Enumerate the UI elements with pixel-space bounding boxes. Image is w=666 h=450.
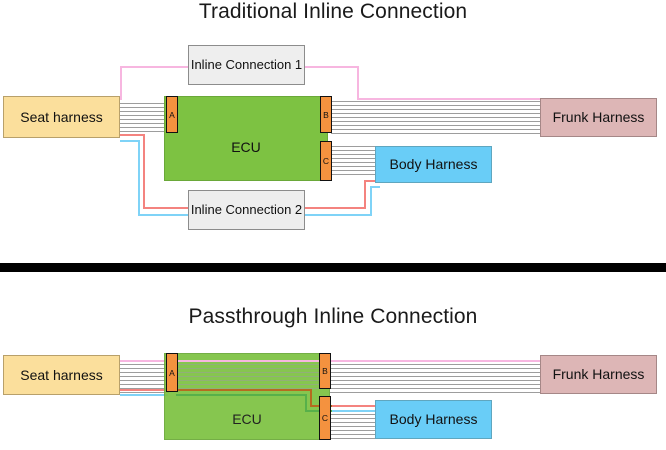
wire-red-passthrough-step xyxy=(310,389,312,407)
page-title-traditional: Traditional Inline Connection xyxy=(198,0,468,23)
block-ecu-label: ECU xyxy=(231,139,261,155)
wire-blue-seat-vertical xyxy=(138,140,140,216)
wire-red-seat-stub xyxy=(120,134,145,136)
wire-blue-ic2-to-right xyxy=(303,214,372,216)
page-title-passthrough: Passthrough Inline Connection xyxy=(188,305,478,328)
block-frunk-harness-traditional[interactable]: Frunk Harness xyxy=(540,98,657,137)
connector-c-passthrough[interactable]: C xyxy=(319,396,331,440)
wire-blue-passthrough-left xyxy=(120,394,168,396)
wire-bundle-seat-to-ecu xyxy=(119,103,169,133)
connector-b-label-passthrough: B xyxy=(322,366,328,376)
block-seat-harness-traditional[interactable]: Seat harness xyxy=(3,96,120,138)
wire-blue-passthrough-right xyxy=(330,410,380,412)
wire-red-right-vertical xyxy=(364,180,366,209)
connector-a-passthrough[interactable]: A xyxy=(166,353,178,392)
block-ecu-passthrough[interactable]: ECU xyxy=(164,353,330,440)
connector-b-passthrough[interactable]: B xyxy=(319,353,331,389)
wire-red-ic2-to-right xyxy=(303,207,366,209)
connector-b-traditional[interactable]: B xyxy=(320,96,332,133)
connector-a-label: A xyxy=(169,109,175,120)
wire-red-passthrough-right xyxy=(330,405,380,407)
wire-blue-passthrough-step-out xyxy=(305,410,332,412)
wire-blue-seat-stub xyxy=(120,140,140,142)
section-divider xyxy=(0,263,666,272)
connector-c-traditional[interactable]: C xyxy=(320,141,332,181)
wire-pink-ic1-to-right xyxy=(303,66,359,68)
connector-c-label: C xyxy=(322,156,330,166)
wire-blue-to-ic2 xyxy=(138,214,191,216)
block-seat-harness-passthrough[interactable]: Seat harness xyxy=(3,355,120,395)
wire-pink-seat-to-ic1 xyxy=(120,66,190,68)
wire-bundle-ecu-to-body xyxy=(331,146,377,178)
block-frunk-harness-passthrough[interactable]: Frunk Harness xyxy=(540,355,657,394)
wire-pink-seat-vertical xyxy=(120,66,122,100)
wire-red-passthrough-inside-ecu xyxy=(176,389,312,391)
wire-red-to-body xyxy=(364,180,380,182)
wire-bundle-seat-to-ecu-passthrough xyxy=(119,364,169,393)
wire-pink-right-vertical xyxy=(357,66,359,100)
wire-red-seat-vertical xyxy=(143,134,145,209)
wire-pink-passthrough-right xyxy=(330,360,545,362)
wire-bundle-ecu-to-frunk xyxy=(331,101,543,135)
wire-pink-passthrough-inside-ecu xyxy=(176,360,322,362)
wire-blue-passthrough-inside-ecu xyxy=(176,394,307,396)
connector-a-traditional[interactable]: A xyxy=(166,96,178,133)
wire-red-to-ic2 xyxy=(143,207,191,209)
block-body-harness-passthrough[interactable]: Body Harness xyxy=(375,400,492,439)
wire-pink-to-frunk xyxy=(357,98,545,100)
block-inline-connection-2[interactable]: Inline Connection 2 xyxy=(188,190,305,230)
wire-bundle-ecu-to-body-passthrough xyxy=(330,414,377,440)
block-ecu-label-passthrough: ECU xyxy=(232,411,262,427)
connector-b-label: B xyxy=(323,109,329,120)
block-body-harness-traditional[interactable]: Body Harness xyxy=(375,146,492,183)
wire-bundle-ecu-to-frunk-passthrough xyxy=(330,364,542,393)
wire-blue-passthrough-step xyxy=(305,394,307,412)
connector-c-label-passthrough: C xyxy=(321,413,329,423)
wire-red-passthrough-left xyxy=(120,389,168,391)
connector-a-label-passthrough: A xyxy=(169,367,175,378)
wire-blue-to-body xyxy=(370,186,380,188)
block-inline-connection-1[interactable]: Inline Connection 1 xyxy=(188,45,305,85)
block-ecu-traditional[interactable]: ECU xyxy=(164,96,328,181)
wire-blue-right-vertical xyxy=(370,186,372,216)
wire-pink-passthrough-left xyxy=(120,360,168,362)
wire-bundle-inside-ecu-passthrough xyxy=(177,364,321,389)
